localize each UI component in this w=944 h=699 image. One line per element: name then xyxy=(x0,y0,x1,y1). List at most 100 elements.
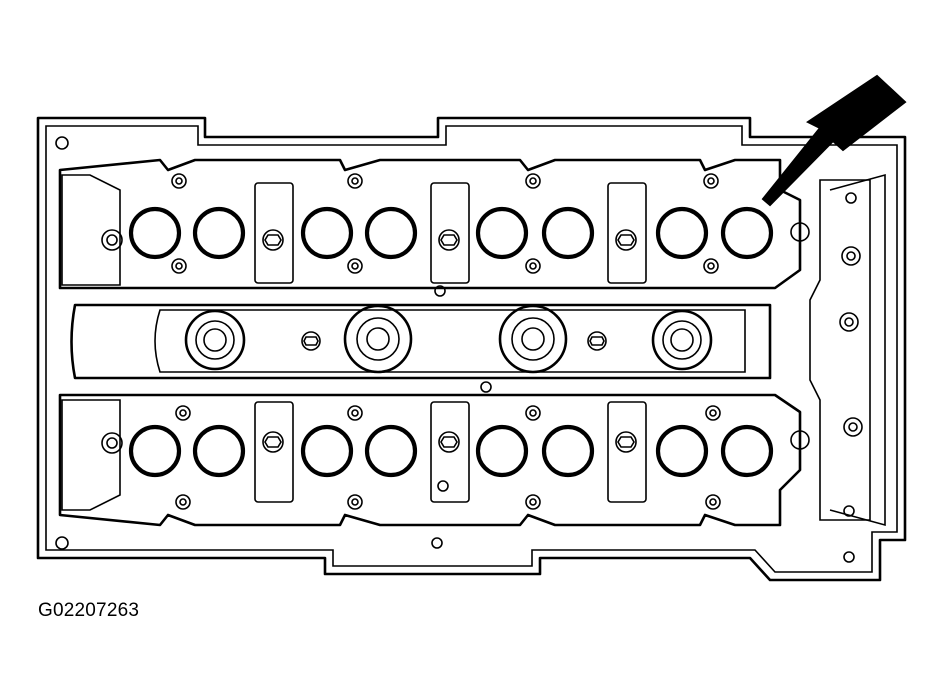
stud xyxy=(525,173,541,189)
end-bolt xyxy=(790,222,810,242)
stud xyxy=(705,405,721,421)
bearing-cap xyxy=(607,401,647,503)
right-hole xyxy=(841,246,861,266)
cap-bolt-head xyxy=(440,234,458,246)
bearing-cap xyxy=(254,182,294,284)
valve-tappet xyxy=(655,206,709,260)
mounting-hole xyxy=(55,536,69,550)
mounting-hole xyxy=(480,381,492,393)
journal-mid xyxy=(511,317,555,361)
stud xyxy=(525,494,541,510)
head-inner-outline xyxy=(45,125,898,573)
gallery-bolt-head xyxy=(589,336,605,346)
gallery-bolt xyxy=(587,331,607,351)
right-hole xyxy=(843,417,863,437)
valve-tappet xyxy=(475,424,529,478)
studs xyxy=(171,173,721,510)
callout-arrow xyxy=(761,74,907,207)
figure-code: G02207263 xyxy=(38,600,140,621)
lower-bearing-caps xyxy=(254,401,647,503)
stud xyxy=(347,258,363,274)
right-hole xyxy=(848,422,858,432)
valve-tappet xyxy=(720,424,774,478)
right-hole xyxy=(844,317,854,327)
small-bolt xyxy=(437,480,449,492)
left-end-upper xyxy=(61,174,121,286)
bearing-cap xyxy=(254,401,294,503)
stud xyxy=(347,173,363,189)
stud xyxy=(175,494,191,510)
stud xyxy=(347,405,363,421)
journal-mid xyxy=(662,320,702,360)
journal-outer xyxy=(498,304,568,374)
cap-bolt xyxy=(615,431,637,453)
stud xyxy=(525,405,541,421)
cap-bolt-head xyxy=(264,436,282,448)
right-hole xyxy=(839,312,859,332)
valve-tappet xyxy=(364,206,418,260)
right-end-frame xyxy=(809,179,871,521)
journal-inner xyxy=(366,327,390,351)
stud xyxy=(703,173,719,189)
right-hole xyxy=(843,505,855,517)
center-gallery xyxy=(70,303,772,380)
mounting-holes xyxy=(55,136,855,563)
cap-bolt-head xyxy=(617,436,635,448)
end-bolt xyxy=(101,432,123,454)
journal-mid xyxy=(356,317,400,361)
journal-inner xyxy=(521,327,545,351)
upper-tappet-row xyxy=(128,206,774,260)
valve-tappet xyxy=(192,424,246,478)
bearing-cap xyxy=(430,401,470,503)
lower-bay xyxy=(58,393,802,527)
cap-bolt xyxy=(438,229,460,251)
stud xyxy=(171,173,187,189)
mounting-hole xyxy=(434,285,446,297)
journal-inner xyxy=(670,328,694,352)
valve-tappet xyxy=(192,206,246,260)
stud xyxy=(347,494,363,510)
right-hole xyxy=(846,251,856,261)
lower-tappet-row xyxy=(128,424,774,478)
gallery-bolt-head xyxy=(303,336,319,346)
valve-tappet xyxy=(364,424,418,478)
center-journals xyxy=(184,304,713,374)
end-bolt xyxy=(790,430,810,450)
upper-bay xyxy=(58,158,802,290)
stud xyxy=(525,258,541,274)
cap-bolt-head xyxy=(440,436,458,448)
end-bolt xyxy=(101,229,123,251)
valve-tappet xyxy=(541,424,595,478)
stud xyxy=(175,405,191,421)
stud xyxy=(171,258,187,274)
head-outline xyxy=(36,116,907,582)
left-end-lower xyxy=(61,399,121,511)
cap-bolt xyxy=(615,229,637,251)
right-hole xyxy=(845,192,857,204)
journal-outer xyxy=(184,309,246,371)
valve-tappet xyxy=(128,206,182,260)
valve-tappet xyxy=(300,206,354,260)
gallery-bolt xyxy=(301,331,321,351)
cap-bolt xyxy=(262,431,284,453)
journal-outer xyxy=(651,309,713,371)
valve-tappet xyxy=(475,206,529,260)
end-bolt-inner xyxy=(106,437,118,449)
cap-bolt xyxy=(438,431,460,453)
mounting-hole xyxy=(843,551,855,563)
upper-bearing-caps xyxy=(254,182,647,284)
center-gallery-inner xyxy=(154,309,746,373)
valve-tappet xyxy=(128,424,182,478)
end-bolt-inner xyxy=(106,234,118,246)
stud xyxy=(705,494,721,510)
cap-bolt xyxy=(262,229,284,251)
bearing-cap xyxy=(430,182,470,284)
valve-tappet xyxy=(720,206,774,260)
mounting-hole xyxy=(431,537,443,549)
right-end-outer xyxy=(829,173,886,527)
stud xyxy=(703,258,719,274)
journal-inner xyxy=(203,328,227,352)
valve-tappet xyxy=(541,206,595,260)
